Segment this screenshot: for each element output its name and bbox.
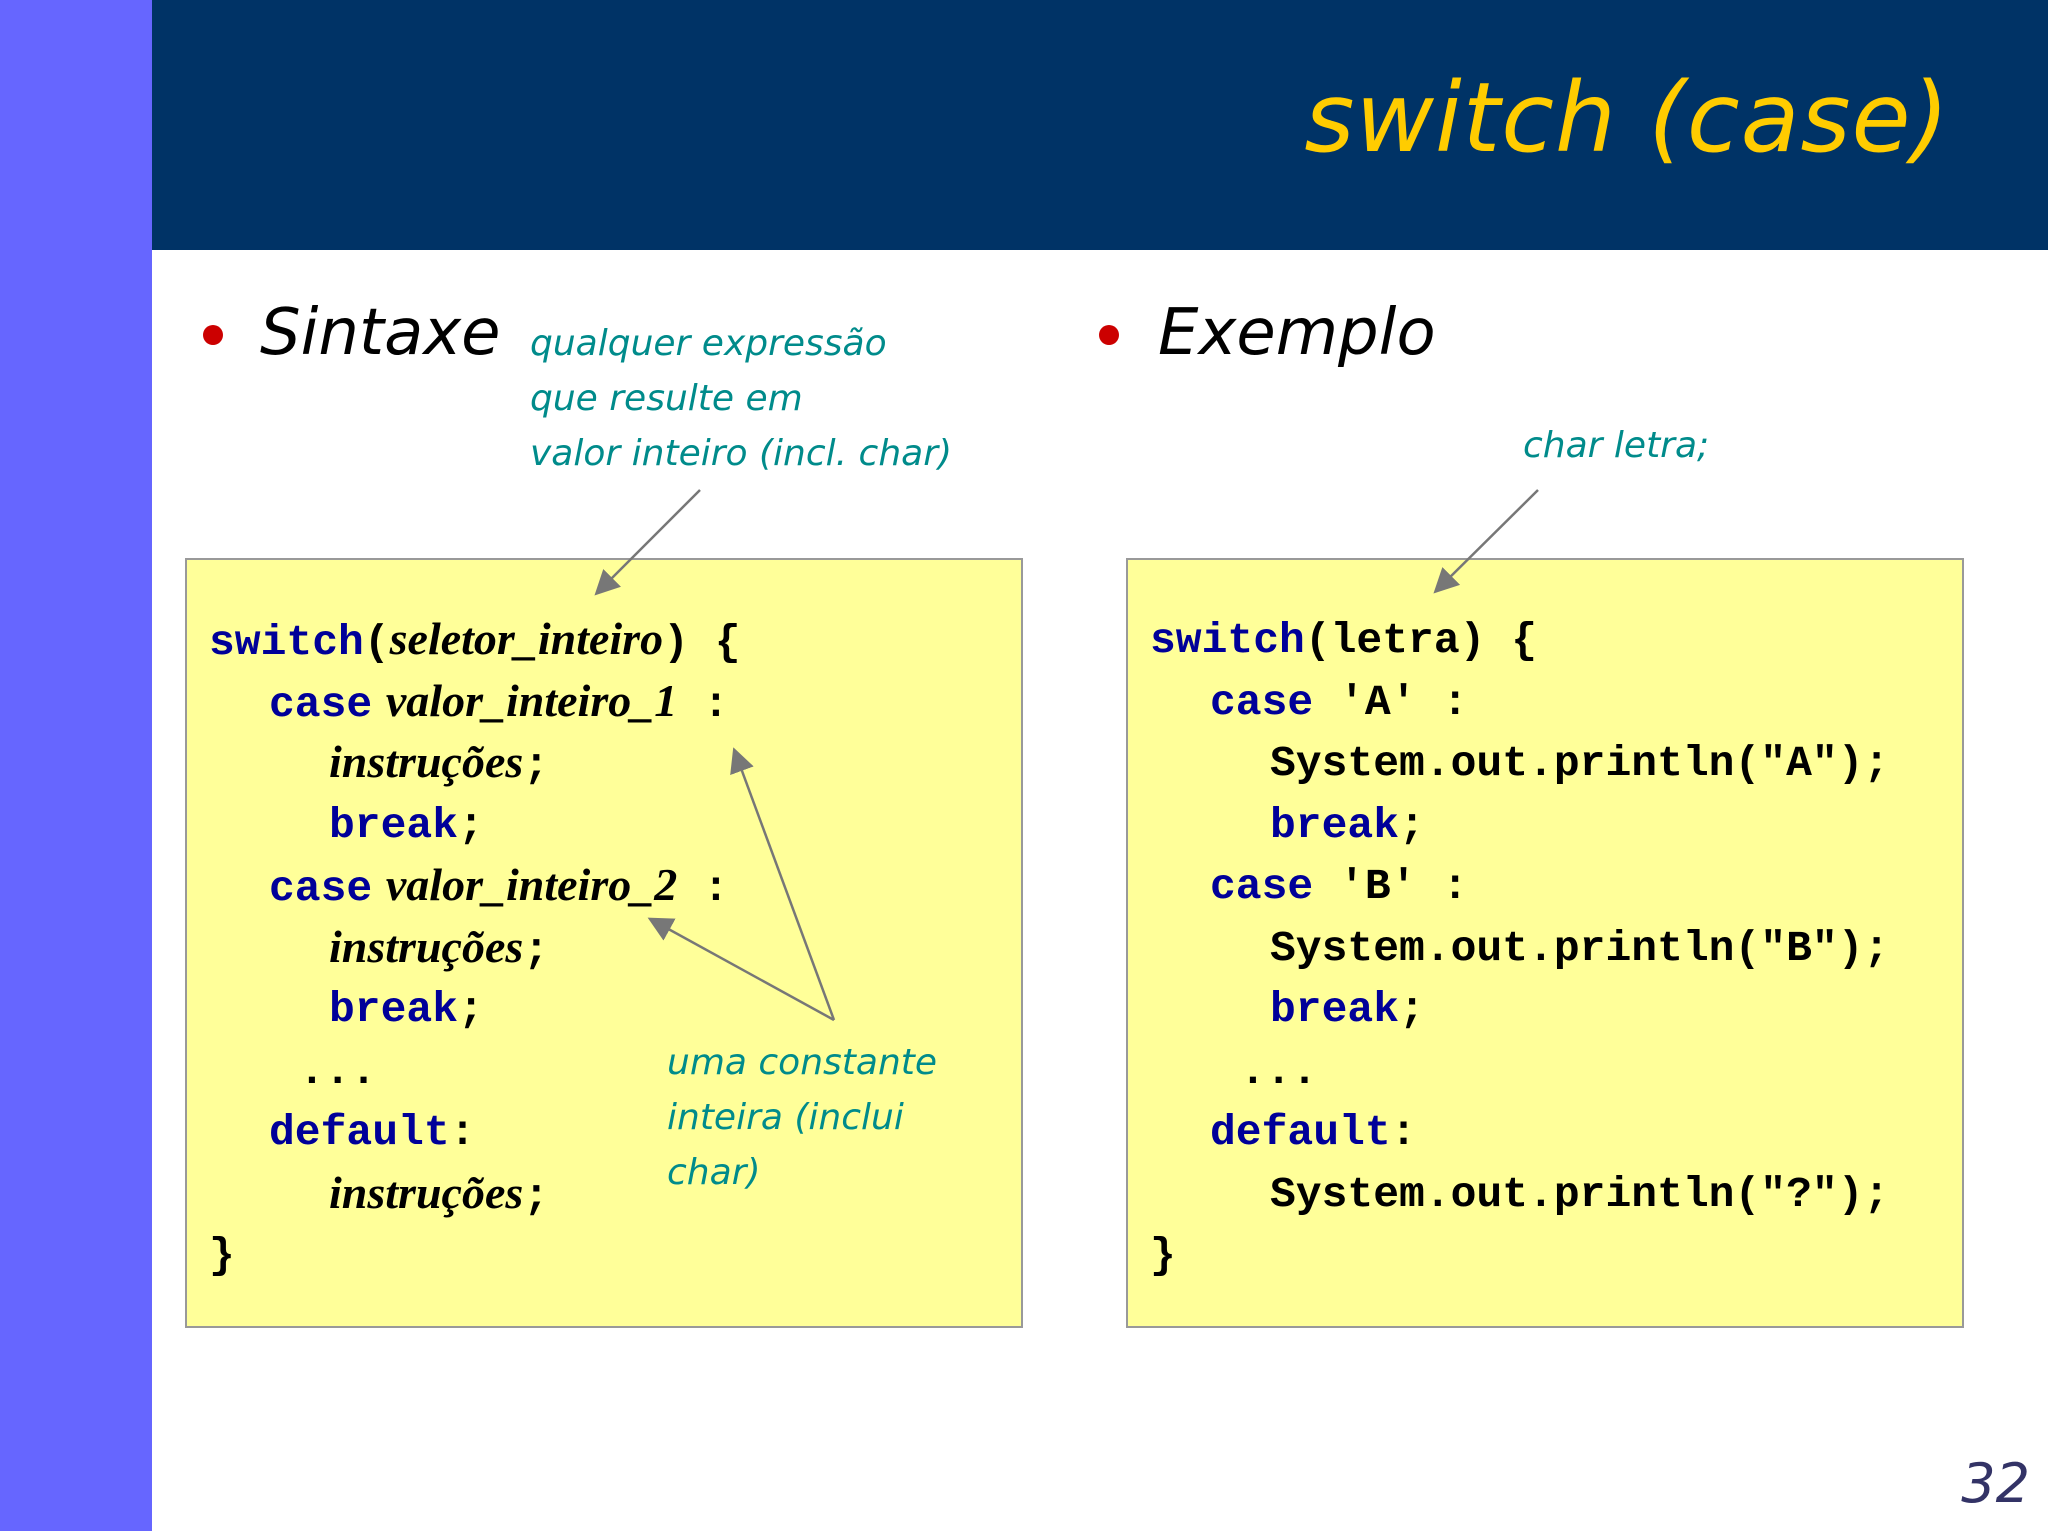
code-line: break; bbox=[1150, 793, 1889, 855]
code-line: ... bbox=[209, 1039, 741, 1101]
note-line: inteira (inclui bbox=[667, 1097, 904, 1138]
note-line: char) bbox=[667, 1152, 761, 1193]
note-line: que resulte em bbox=[530, 378, 803, 419]
arrow-constant-2 bbox=[647, 917, 835, 1022]
code-line: } bbox=[1150, 1223, 1889, 1285]
code-text: ) { bbox=[663, 618, 741, 667]
code-line: case valor_inteiro_2 : bbox=[209, 854, 741, 916]
ellipsis: ... bbox=[299, 1046, 377, 1096]
placeholder-text: instruções bbox=[329, 1166, 524, 1218]
code-text: ; bbox=[523, 925, 550, 975]
keyword: break bbox=[1270, 985, 1400, 1034]
keyword: case bbox=[1210, 677, 1314, 727]
code-line: ... bbox=[1150, 1039, 1889, 1101]
keyword: switch bbox=[209, 618, 364, 667]
closing-brace: } bbox=[209, 1231, 235, 1280]
ellipsis: ... bbox=[1240, 1046, 1318, 1096]
example-code-box: switch(letra) { case 'A' : System.out.pr… bbox=[1126, 558, 1964, 1328]
code-line: switch(seletor_inteiro) { bbox=[209, 608, 741, 670]
code-text: (letra) { bbox=[1304, 616, 1538, 665]
arrow-selector bbox=[594, 489, 701, 596]
arrow-constant-1 bbox=[730, 747, 836, 1021]
code-text: : bbox=[677, 679, 729, 729]
title-bar: switch (case) bbox=[152, 0, 2048, 250]
left-sidebar-band bbox=[0, 0, 152, 1531]
code-text: : bbox=[449, 1108, 476, 1157]
code-text: ; bbox=[458, 800, 484, 850]
code-text: ; bbox=[1399, 800, 1425, 850]
placeholder-text: instruções bbox=[329, 920, 524, 972]
code-line: instruções; bbox=[209, 731, 741, 793]
keyword: break bbox=[1270, 800, 1400, 850]
code-line: case 'B' : bbox=[1150, 854, 1889, 916]
note-line: qualquer expressão bbox=[530, 323, 887, 364]
bullet-icon bbox=[1099, 325, 1119, 345]
code-text: ; bbox=[523, 741, 550, 790]
code-line: System.out.println("A"); bbox=[1150, 731, 1889, 793]
keyword: case bbox=[269, 864, 373, 913]
code-text: : bbox=[677, 864, 729, 913]
code-text: ; bbox=[523, 1171, 550, 1221]
syntax-code-box: switch(seletor_inteiro) { case valor_int… bbox=[185, 558, 1023, 1328]
example-code: switch(letra) { case 'A' : System.out.pr… bbox=[1150, 608, 1889, 1285]
code-line: switch(letra) { bbox=[1150, 608, 1889, 670]
code-text: ; bbox=[1399, 985, 1425, 1034]
code-text: : bbox=[1390, 1108, 1417, 1157]
code-line: System.out.println("?"); bbox=[1150, 1162, 1889, 1224]
code-line: instruções; bbox=[209, 916, 741, 978]
code-line: System.out.println("B"); bbox=[1150, 916, 1889, 978]
code-text: 'B' : bbox=[1313, 862, 1469, 911]
code-text: ( bbox=[363, 618, 390, 667]
code-line: default: bbox=[209, 1100, 741, 1162]
note-line: valor inteiro (incl. char) bbox=[530, 433, 953, 474]
page-number: 32 bbox=[1961, 1452, 2030, 1515]
code-line: break; bbox=[209, 977, 741, 1039]
keyword: switch bbox=[1150, 616, 1305, 665]
syntax-code: switch(seletor_inteiro) { case valor_int… bbox=[209, 608, 741, 1285]
note-line: uma constante bbox=[667, 1042, 938, 1083]
keyword: default bbox=[1210, 1108, 1391, 1157]
keyword: break bbox=[329, 985, 459, 1034]
note-char-letra: char letra; bbox=[1523, 418, 1709, 473]
keyword: break bbox=[329, 800, 459, 850]
placeholder-text: seletor_inteiro bbox=[389, 613, 664, 664]
placeholder-text: instruções bbox=[329, 736, 524, 787]
heading-sintaxe: Sintaxe bbox=[260, 296, 501, 370]
code-text: ; bbox=[458, 985, 484, 1034]
note-line: char letra; bbox=[1523, 425, 1710, 466]
heading-exemplo: Exemplo bbox=[1158, 296, 1436, 370]
code-text: System.out.println("B"); bbox=[1270, 923, 1890, 973]
code-text: 'A' : bbox=[1313, 677, 1469, 727]
note-constant: uma constante inteira (inclui char) bbox=[667, 1035, 937, 1200]
code-line: break; bbox=[209, 793, 741, 855]
code-line: instruções; bbox=[209, 1162, 741, 1224]
arrow-char-letra bbox=[1433, 489, 1539, 594]
code-line: case valor_inteiro_1 : bbox=[209, 670, 741, 732]
placeholder-text: valor_inteiro_2 bbox=[385, 859, 678, 910]
code-text: System.out.println("?"); bbox=[1270, 1169, 1890, 1219]
code-line: } bbox=[209, 1223, 741, 1285]
closing-brace: } bbox=[1150, 1231, 1176, 1280]
code-line: default: bbox=[1150, 1100, 1889, 1162]
code-line: case 'A' : bbox=[1150, 670, 1889, 732]
keyword: case bbox=[1210, 862, 1314, 911]
keyword: default bbox=[269, 1108, 450, 1157]
note-selector: qualquer expressão que resulte em valor … bbox=[530, 316, 952, 481]
bullet-icon bbox=[203, 325, 223, 345]
code-text: System.out.println("A"); bbox=[1270, 739, 1890, 788]
placeholder-text: valor_inteiro_1 bbox=[385, 674, 678, 726]
slide-title: switch (case) bbox=[1304, 62, 1950, 174]
keyword: case bbox=[269, 679, 373, 729]
code-line: break; bbox=[1150, 977, 1889, 1039]
